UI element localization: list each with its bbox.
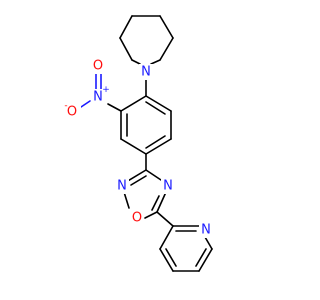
svg-text:-: - (64, 101, 67, 111)
svg-text:N: N (201, 223, 211, 238)
oxadiazole-ring (123, 169, 167, 219)
svg-text:O: O (67, 105, 77, 120)
svg-text:N: N (93, 90, 103, 105)
svg-text:N: N (117, 179, 127, 194)
oxadiazole-pyridine-bond (156, 211, 174, 227)
atom-label-pyridine-n: N (199, 222, 213, 238)
piperidine-ring (119, 15, 174, 65)
atom-label-nitro-o: O (91, 58, 105, 74)
atom-label-oxadiazole-n2: N (115, 178, 129, 194)
atom-label-piperidine-n: N (139, 64, 153, 80)
benzene-ring (120, 95, 172, 155)
nitro-group (80, 73, 122, 112)
svg-text:O: O (132, 211, 142, 226)
svg-text:O: O (93, 59, 103, 74)
atom-label-nitro-n: N + (91, 85, 110, 105)
pyridine-ring (159, 225, 213, 272)
atom-label-oxadiazole-n4: N (161, 178, 175, 194)
structure-diagram: N N + O O - N N O N (64, 15, 213, 272)
svg-text:N: N (163, 179, 173, 194)
atom-label-nitro-o-minus: O - (64, 101, 81, 120)
molecule-canvas: N N + O O - N N O N (64, 15, 213, 272)
svg-text:+: + (102, 85, 110, 95)
atom-label-oxadiazole-o: O (130, 210, 144, 226)
svg-text:N: N (141, 65, 151, 80)
